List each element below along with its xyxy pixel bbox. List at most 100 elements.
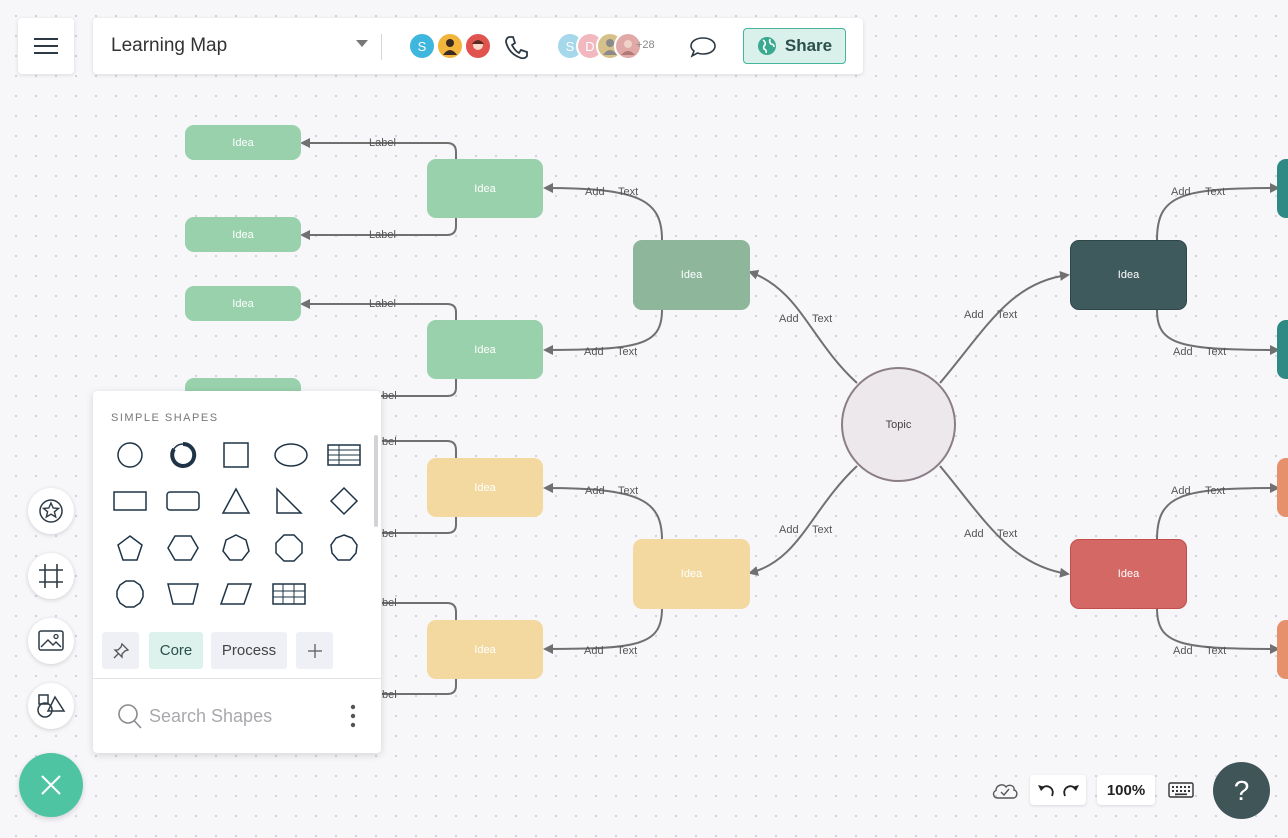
avatar[interactable]: S: [408, 32, 436, 60]
edge-label: Add: [584, 645, 604, 657]
idea-node[interactable]: [1277, 620, 1288, 679]
octagon-shape[interactable]: [269, 530, 309, 566]
idea-node[interactable]: Idea: [427, 320, 543, 379]
pin-icon: [112, 642, 129, 659]
decagon-shape[interactable]: [110, 576, 150, 612]
idea-node[interactable]: Idea: [185, 217, 301, 252]
search-shapes-input[interactable]: Search Shapes: [149, 706, 273, 726]
edge-label: Text: [1206, 645, 1227, 657]
avatar[interactable]: [436, 32, 464, 60]
connector: [300, 218, 457, 240]
hexagon-shape[interactable]: [163, 530, 203, 566]
right-triangle-shape[interactable]: [269, 483, 309, 519]
avatar[interactable]: [464, 32, 492, 60]
idea-node[interactable]: Idea: [633, 240, 750, 310]
idea-node[interactable]: Idea: [1070, 240, 1187, 310]
connector: [1156, 607, 1280, 654]
ring-shape[interactable]: [163, 437, 203, 473]
connector: [382, 440, 457, 458]
table-lines-shape[interactable]: [324, 437, 364, 473]
edge-label: Add: [1173, 346, 1193, 358]
idea-node[interactable]: Idea: [633, 539, 750, 609]
idea-node[interactable]: Idea: [185, 125, 301, 160]
rectangle-shape[interactable]: [110, 483, 150, 519]
shapes-tool-button[interactable]: [28, 683, 74, 729]
square-shape[interactable]: [216, 437, 256, 473]
connector: [300, 299, 457, 320]
shapes-icon: [37, 694, 66, 718]
edge-label: Add: [1173, 645, 1193, 657]
cloud-sync-icon[interactable]: [990, 779, 1020, 801]
heptagon-shape[interactable]: [216, 530, 256, 566]
idea-node[interactable]: [1277, 159, 1288, 218]
pin-tab[interactable]: [102, 632, 139, 669]
connector: [300, 379, 457, 401]
edge-label: bel: [382, 528, 397, 540]
edge-label: Add: [779, 313, 799, 325]
edge-label: bel: [382, 436, 397, 448]
favorites-button[interactable]: [28, 488, 74, 534]
globe-icon: [757, 37, 776, 55]
pentagon-shape[interactable]: [110, 530, 150, 566]
keyboard-icon[interactable]: [1168, 781, 1194, 799]
diamond-shape[interactable]: [324, 483, 364, 519]
parallelogram-shape[interactable]: [216, 576, 256, 612]
connector: [748, 270, 858, 384]
connector: [1156, 483, 1280, 541]
more-options-icon[interactable]: [349, 704, 357, 728]
edge-label: Add: [964, 528, 984, 540]
viewer-overflow-count[interactable]: +28: [636, 39, 655, 51]
edge-label: Add: [1171, 485, 1191, 497]
edge-label: Label: [369, 137, 396, 149]
tab-process[interactable]: Process: [211, 632, 287, 669]
panel-heading: SIMPLE SHAPES: [111, 412, 219, 424]
edge-label: Add: [1171, 186, 1191, 198]
trapezoid-shape[interactable]: [163, 576, 203, 612]
undo-icon[interactable]: [1036, 781, 1056, 799]
table-grid-shape[interactable]: [269, 576, 309, 612]
phone-icon[interactable]: [503, 34, 529, 60]
rounded-rectangle-shape[interactable]: [163, 483, 203, 519]
idea-node[interactable]: Idea: [427, 458, 543, 517]
close-panel-button[interactable]: [19, 753, 83, 817]
connector: [543, 183, 663, 241]
document-title[interactable]: Learning Map: [111, 35, 228, 56]
viewer-avatar[interactable]: [614, 32, 642, 60]
circle-shape[interactable]: [110, 437, 150, 473]
idea-node[interactable]: Idea: [185, 286, 301, 321]
connector: [939, 271, 1070, 384]
scrollbar[interactable]: [374, 435, 378, 527]
add-library-button[interactable]: [296, 632, 333, 669]
person-icon: [603, 39, 617, 55]
ellipse-shape[interactable]: [271, 437, 311, 473]
top-toolbar: Learning Map S S D +28 Share: [93, 18, 863, 74]
idea-node[interactable]: Idea: [427, 620, 543, 679]
idea-node[interactable]: [1277, 320, 1288, 379]
edge-label: Label: [369, 229, 396, 241]
idea-node[interactable]: [1277, 458, 1288, 517]
chevron-down-icon[interactable]: [356, 40, 368, 48]
zoom-level[interactable]: 100%: [1097, 775, 1155, 805]
connector: [382, 678, 457, 695]
redo-icon[interactable]: [1061, 781, 1081, 799]
share-button[interactable]: Share: [743, 28, 846, 64]
edge-label: Text: [1206, 346, 1227, 358]
tab-core[interactable]: Core: [149, 632, 203, 669]
edge-label: Add: [964, 309, 984, 321]
connector: [939, 465, 1070, 578]
connector: [382, 602, 457, 620]
topic-node[interactable]: Topic: [841, 367, 956, 482]
triangle-shape[interactable]: [216, 483, 256, 519]
help-button[interactable]: ?: [1213, 762, 1270, 819]
nonagon-shape[interactable]: [324, 530, 364, 566]
divider: [381, 34, 382, 60]
idea-node[interactable]: Idea: [427, 159, 543, 218]
share-label: Share: [784, 36, 833, 55]
image-tool-button[interactable]: [28, 618, 74, 664]
idea-node[interactable]: Idea: [1070, 539, 1187, 609]
frame-tool-button[interactable]: [28, 553, 74, 599]
edge-label: Text: [617, 645, 638, 657]
main-menu-button[interactable]: [18, 18, 74, 74]
comment-icon[interactable]: [688, 35, 718, 59]
